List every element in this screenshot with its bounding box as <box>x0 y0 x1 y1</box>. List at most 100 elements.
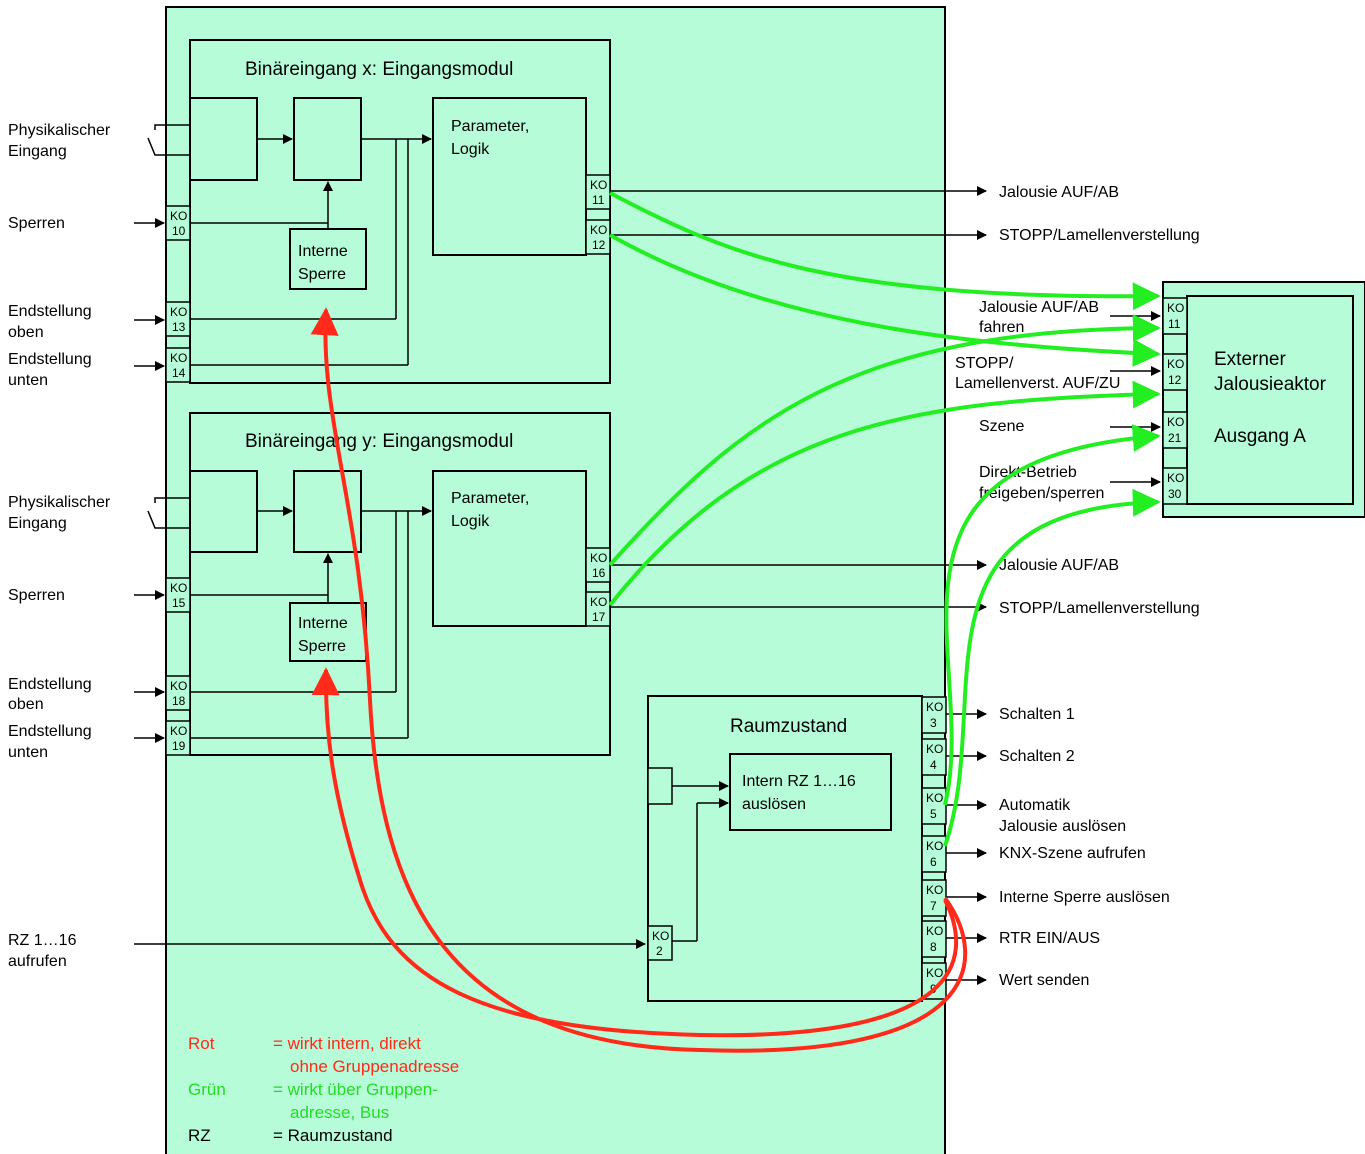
actuator-ko-11-box <box>1162 297 1188 335</box>
green-link-ko11-actuator <box>609 191 1161 311</box>
module-x-logic-block <box>432 97 587 256</box>
ko-15-number: 15 <box>172 596 186 610</box>
ko-8-box <box>921 920 947 958</box>
ko-10-box <box>165 205 191 241</box>
module-x-input-block <box>189 97 258 181</box>
ko-5-label: KO <box>926 791 943 805</box>
ko-2-number: 2 <box>656 944 663 958</box>
ko-14-label: KO <box>170 351 187 365</box>
actuator-ko-12-label: KO <box>1167 357 1184 371</box>
red-internal-connections <box>310 307 968 1053</box>
ko-2-box <box>647 925 673 961</box>
ko-8-label: KO <box>926 924 943 938</box>
rz-output-label: RTR EIN/AUS <box>999 930 1100 947</box>
green-link-ko6-actuator <box>943 488 1161 847</box>
rz-output-label: Automatik <box>999 797 1071 814</box>
act-in-4-line-2: freigeben/sperren <box>979 485 1104 502</box>
green-link-ko17-actuator <box>608 380 1161 607</box>
actuator-ko-21-label: KO <box>1167 415 1184 429</box>
ko-12-number: 12 <box>592 238 606 252</box>
phys-y-label-1: Physikalischer <box>8 494 111 511</box>
ko-9-label: KO <box>926 966 943 980</box>
ko-16-label: KO <box>590 551 607 565</box>
act-in-1-line-1: Jalousie AUF/AB <box>979 299 1099 316</box>
ko-4-box <box>921 738 947 776</box>
end-oben-x-label-2: oben <box>8 324 44 341</box>
ko-2-label: KO <box>652 929 669 943</box>
output-y-2: STOPP/Lamellenverstellung <box>999 600 1200 617</box>
ko-15-label: KO <box>170 581 187 595</box>
legend-gruen-key: Grün <box>188 1080 226 1099</box>
module-y-logic-label-1: Parameter, <box>451 490 529 507</box>
module-y-sperre-label-2: Sperre <box>298 638 346 655</box>
actuator-title-1: Externer <box>1214 349 1286 370</box>
ko-19-label: KO <box>170 724 187 738</box>
rz-output-label: Wert senden <box>999 972 1089 989</box>
green-link-ko16-actuator <box>608 314 1161 567</box>
ko-3-box <box>921 696 947 734</box>
output-x-1: Jalousie AUF/AB <box>999 184 1119 201</box>
module-y-logic-label-2: Logik <box>451 513 490 530</box>
module-x-sperre-label-2: Sperre <box>298 266 346 283</box>
sperren-y-label: Sperren <box>8 587 65 604</box>
rz-output-label: Schalten 1 <box>999 706 1075 723</box>
intern-rz-block <box>729 753 892 831</box>
module-y-input-block <box>189 470 258 553</box>
sperren-x-label: Sperren <box>8 215 65 232</box>
ko-11-box <box>585 174 611 210</box>
actuator-inner <box>1186 295 1354 505</box>
rz-label-2: aufrufen <box>8 953 67 970</box>
actuator-title-2: Jalousieaktor <box>1214 374 1327 395</box>
phys-x-label-1: Physikalischer <box>8 122 111 139</box>
actuator-title-3: Ausgang A <box>1214 426 1306 447</box>
raumzustand-frame <box>647 695 923 1002</box>
actuator-ko-21-box <box>1162 411 1188 449</box>
actuator-ko-12-number: 12 <box>1168 373 1182 387</box>
end-unten-y-label-2: unten <box>8 744 48 761</box>
raumzustand-title: Raumzustand <box>730 716 847 737</box>
ko-18-box <box>165 675 191 711</box>
left-inputs: Physikalischer Eingang Sperren Endstellu… <box>8 122 646 970</box>
act-in-4-line-1: Direkt-Betrieb <box>979 464 1077 481</box>
act-in-2-line-1: STOPP/ <box>955 355 1014 372</box>
ko-3-number: 3 <box>930 716 937 730</box>
actuator-ko-21-number: 21 <box>1168 431 1182 445</box>
rz-output-label: Jalousie auslösen <box>999 818 1126 835</box>
module-x-logic-label-1: Parameter, <box>451 118 529 135</box>
legend-rot-text-1: = wirkt intern, direkt <box>273 1034 421 1053</box>
output-y-1: Jalousie AUF/AB <box>999 557 1119 574</box>
end-unten-y-label-1: Endstellung <box>8 723 92 740</box>
end-oben-x-label-1: Endstellung <box>8 303 92 320</box>
legend: Rot = wirkt intern, direkt ohne Gruppena… <box>188 1034 459 1145</box>
actuator-ko-11-number: 11 <box>1168 317 1181 331</box>
ko-8-number: 8 <box>930 940 937 954</box>
green-link-ko5-actuator <box>943 424 1161 806</box>
switch-x-icon <box>154 124 190 130</box>
ko-5-box <box>921 787 947 825</box>
rz-output-label: KNX-Szene aufrufen <box>999 845 1146 862</box>
ko-10-number: 10 <box>172 224 186 238</box>
ko-11-number: 11 <box>592 193 605 207</box>
legend-rot-key: Rot <box>188 1034 215 1053</box>
module-y-sperre-label-1: Interne <box>298 615 348 632</box>
legend-rot-text-2: ohne Gruppenadresse <box>290 1057 459 1076</box>
intern-rz-label-2: auslösen <box>742 796 806 813</box>
module-x-title: Binäreingang x: Eingangsmodul <box>245 59 513 80</box>
output-x-2: STOPP/Lamellenverstellung <box>999 227 1200 244</box>
act-in-1-line-2: fahren <box>979 319 1024 336</box>
ko-4-label: KO <box>926 742 943 756</box>
red-link-ko7-sperre-y <box>311 667 959 1038</box>
act-in-2-line-2: Lamellenverst. AUF/ZU <box>955 375 1120 392</box>
switch-y-icon <box>154 497 190 503</box>
ko-11-label: KO <box>590 178 607 192</box>
ko-7-number: 7 <box>930 899 937 913</box>
legend-rz-text: = Raumzustand <box>273 1126 393 1145</box>
phys-x-label-2: Eingang <box>8 143 67 160</box>
module-y: Binäreingang y: Eingangsmodul Parameter,… <box>165 412 987 756</box>
ko-18-number: 18 <box>172 694 186 708</box>
rz-label-1: RZ 1…16 <box>8 932 77 949</box>
module-x-filter-block <box>293 97 362 181</box>
